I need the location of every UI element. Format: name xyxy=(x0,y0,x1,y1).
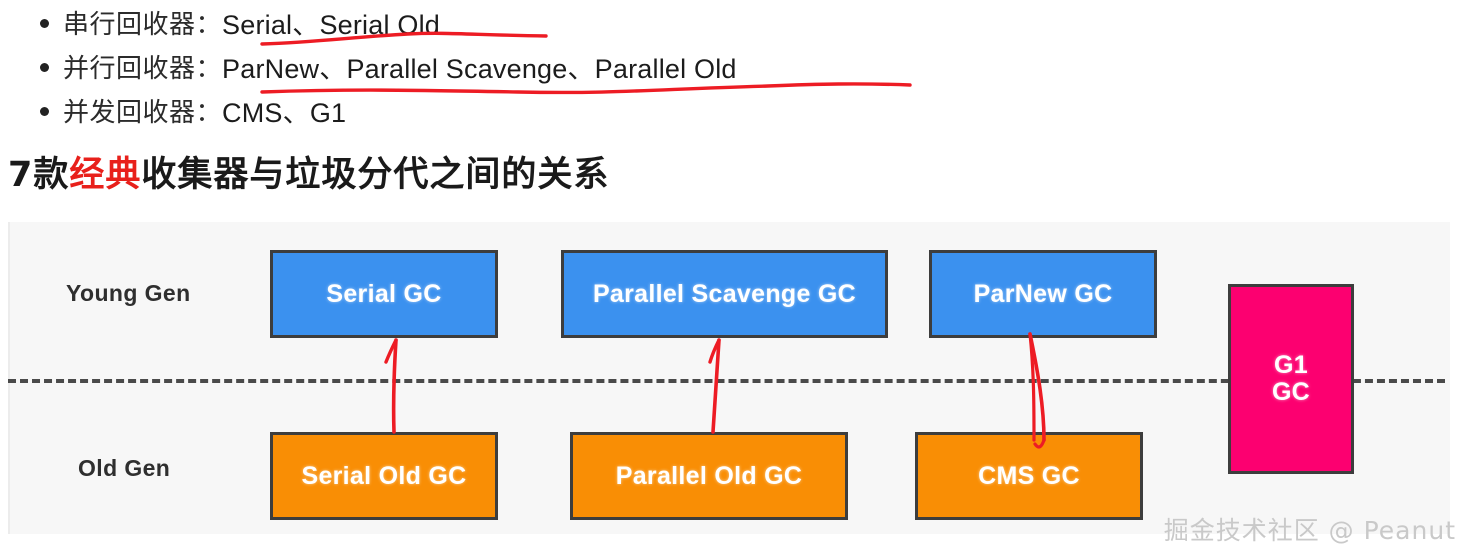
list-item-label-en: CMS、G1 xyxy=(222,97,347,128)
list-item: 并行回收器： ParNew、Parallel Scavenge、Parallel… xyxy=(0,44,1000,88)
bullet-dot-icon xyxy=(40,62,49,72)
watermark: 掘金技术社区 @ Peanut xyxy=(1163,516,1456,545)
generation-divider xyxy=(8,379,1445,383)
gc-box-g1[interactable]: G1 GC xyxy=(1228,284,1354,474)
annotation-arrow-serial xyxy=(384,338,398,434)
bullet-dot-icon xyxy=(40,18,49,28)
gc-generation-diagram: Young Gen Old Gen Serial GC Parallel Sca… xyxy=(8,222,1450,534)
generation-label-young: Young Gen xyxy=(66,280,191,306)
list-item-label-en: Serial、Serial Old xyxy=(222,9,440,40)
gc-box-g1-line1: G1 xyxy=(1274,351,1308,379)
page-title-prefix: 7款 xyxy=(8,155,70,195)
gc-box-parallel-old[interactable]: Parallel Old GC xyxy=(570,432,848,520)
list-item-label-cn: 并行回收器： xyxy=(63,53,223,84)
gc-box-serial[interactable]: Serial GC xyxy=(270,250,498,338)
page-title: 7款经典收集器与垃圾分代之间的关系 xyxy=(8,146,609,197)
list-item-label-cn: 并发回收器： xyxy=(63,97,223,128)
collector-bullet-list: 串行回收器： Serial、Serial Old 并行回收器： ParNew、P… xyxy=(0,0,1000,132)
gc-box-cms[interactable]: CMS GC xyxy=(915,432,1143,520)
list-item-label-en: ParNew、Parallel Scavenge、Parallel Old xyxy=(222,53,737,84)
page-title-suffix: 收集器与垃圾分代之间的关系 xyxy=(141,155,610,195)
list-item: 并发回收器： CMS、G1 xyxy=(0,88,1000,132)
gc-box-parallel-scavenge[interactable]: Parallel Scavenge GC xyxy=(561,250,888,338)
generation-label-old: Old Gen xyxy=(78,455,171,481)
annotation-arrow-parnew-cms xyxy=(1028,332,1046,449)
gc-box-serial-old[interactable]: Serial Old GC xyxy=(270,432,498,520)
page-title-highlight: 经典 xyxy=(69,155,142,195)
annotation-arrow-parallel xyxy=(708,338,721,434)
gc-box-g1-line2: GC xyxy=(1271,378,1311,406)
bullet-dot-icon xyxy=(40,106,49,116)
list-item-label-cn: 串行回收器： xyxy=(63,9,223,40)
gc-box-parnew[interactable]: ParNew GC xyxy=(929,250,1157,338)
list-item: 串行回收器： Serial、Serial Old xyxy=(0,0,1000,44)
